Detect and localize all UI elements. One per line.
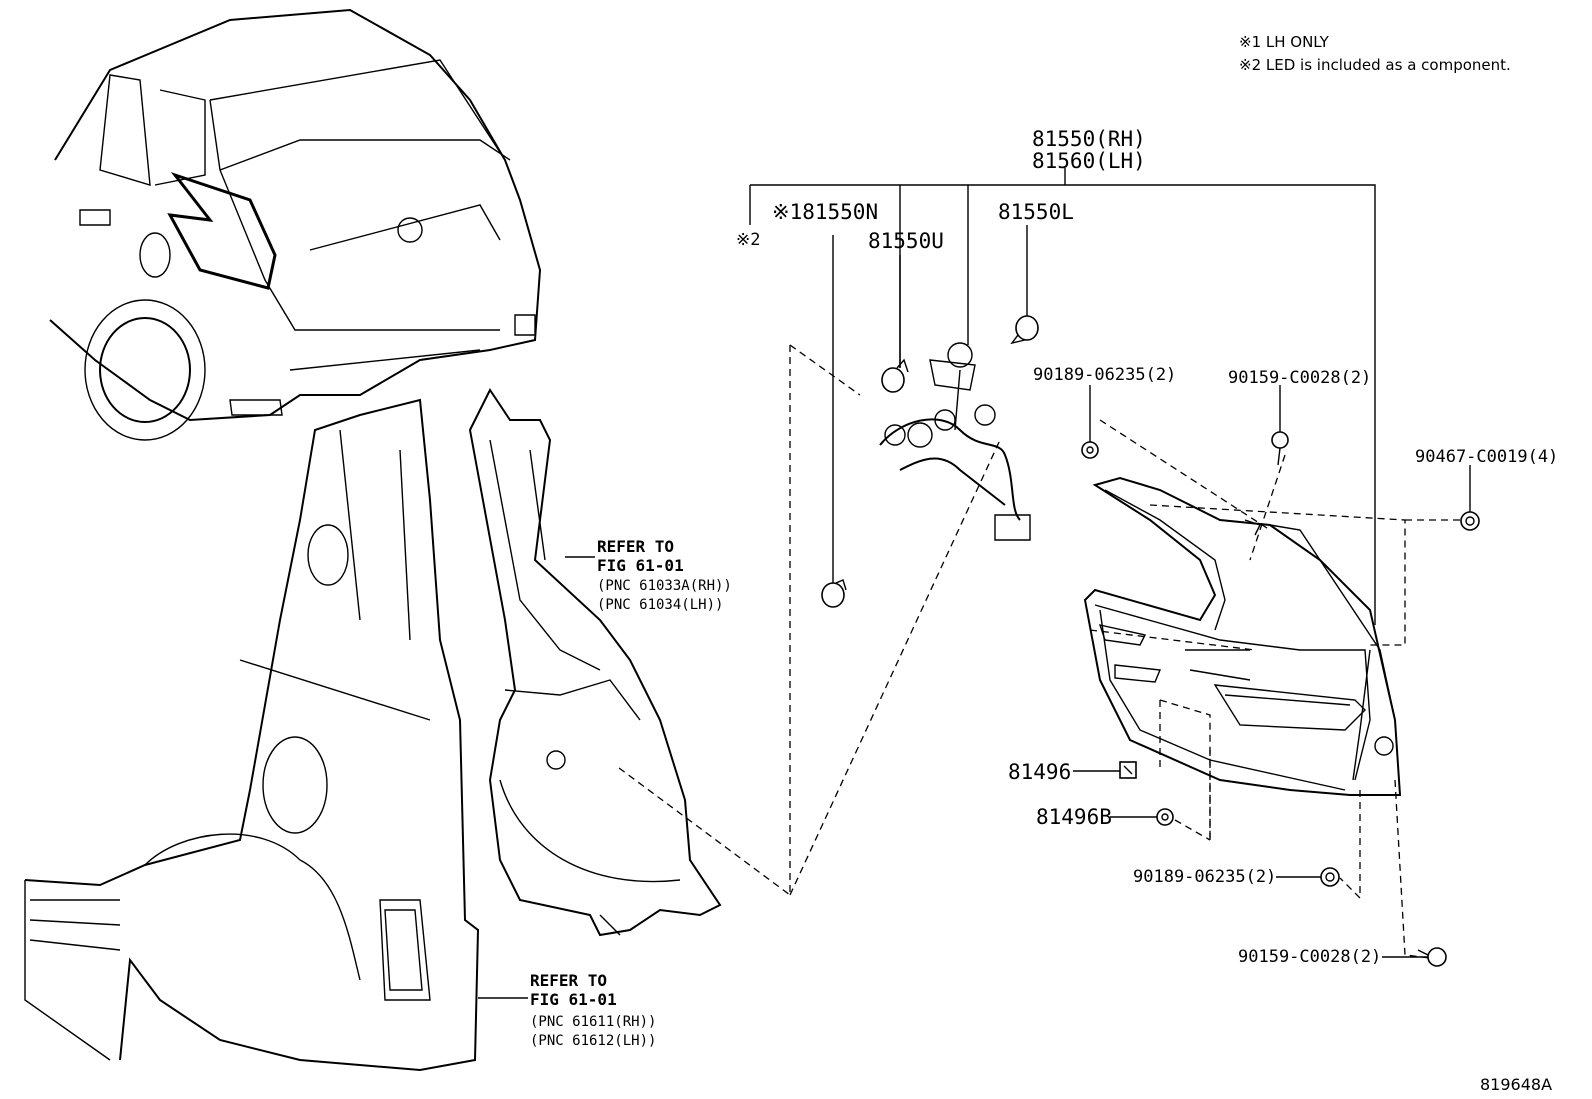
ref1-pnc-rh: (PNC 61033A(RH)) bbox=[597, 578, 732, 594]
part-number-90189-06235-top: 90189-06235(2) bbox=[1033, 365, 1176, 385]
ref1-pnc-lh: (PNC 61034(LH)) bbox=[597, 597, 723, 613]
diagram-code: 819648A bbox=[1480, 1075, 1552, 1094]
clip-90467 bbox=[1460, 511, 1480, 531]
part-number-81560-lh: 81560(LH) bbox=[1032, 149, 1146, 173]
assembly-dashed-lines bbox=[614, 344, 1465, 959]
grommet-81496B bbox=[1156, 808, 1174, 826]
ref2-pnc-lh: (PNC 61612(LH)) bbox=[530, 1033, 656, 1049]
part-number-81550N: ※181550N bbox=[772, 200, 878, 224]
nut-90189-bottom bbox=[1320, 867, 1340, 887]
bulb-81550N bbox=[821, 579, 847, 608]
quarter-panel-inner bbox=[468, 388, 722, 937]
screw-90159-top bbox=[1271, 431, 1289, 466]
ref1-refer-to: REFER TO bbox=[597, 537, 674, 556]
bulb-81550L bbox=[1010, 315, 1039, 345]
note-led-component: ※2 LED is included as a component. bbox=[1239, 56, 1511, 74]
ref2-fig: FIG 61-01 bbox=[530, 990, 617, 1009]
ref2-pnc-rh: (PNC 61611(RH)) bbox=[530, 1014, 656, 1030]
vehicle-rear-view bbox=[49, 8, 542, 441]
leader-lines bbox=[478, 168, 1471, 999]
bulb-81550U bbox=[881, 358, 909, 393]
clip-81496 bbox=[1119, 761, 1137, 779]
ref1-fig: FIG 61-01 bbox=[597, 556, 684, 575]
note-mark-2: ※2 bbox=[736, 230, 760, 250]
quarter-panel-outer bbox=[24, 398, 480, 1072]
part-number-90159-C0028-top: 90159-C0028(2) bbox=[1228, 368, 1371, 388]
part-number-81496B: 81496B bbox=[1036, 805, 1112, 829]
part-number-81550U: 81550U bbox=[868, 229, 944, 253]
part-number-90467-C0019: 90467-C0019(4) bbox=[1415, 447, 1558, 467]
part-number-81496: 81496 bbox=[1008, 760, 1071, 784]
part-number-90159-C0028-bottom: 90159-C0028(2) bbox=[1238, 947, 1381, 967]
part-number-90189-06235-bottom: 90189-06235(2) bbox=[1133, 867, 1276, 887]
bulb-socket-harness bbox=[879, 342, 1031, 541]
tail-lamp-assembly bbox=[1083, 476, 1402, 796]
part-number-81550-rh: 81550(RH) bbox=[1032, 127, 1146, 151]
part-number-81550L: 81550L bbox=[998, 200, 1074, 224]
note-lh-only: ※1 LH ONLY bbox=[1239, 33, 1330, 51]
ref2-refer-to: REFER TO bbox=[530, 971, 607, 990]
nut-90189-top bbox=[1081, 441, 1099, 459]
